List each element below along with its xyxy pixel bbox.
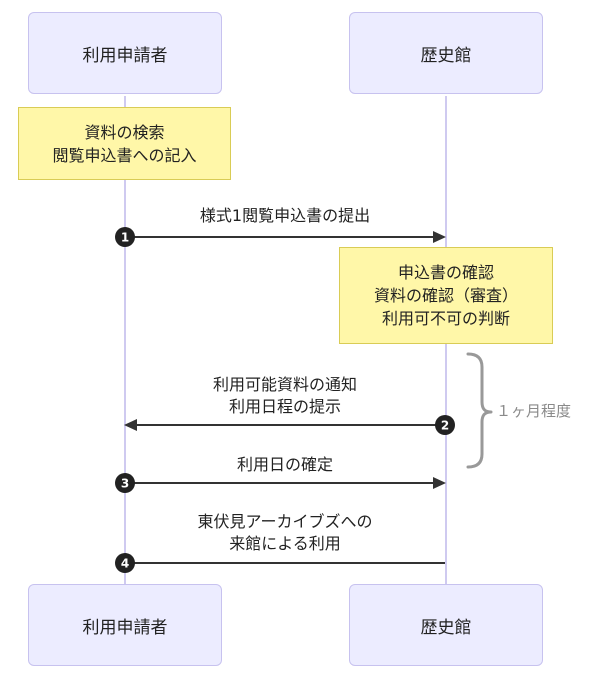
- actor-bottom-right: 歴史館: [349, 584, 543, 666]
- actor-label: 歴史館: [420, 617, 472, 638]
- actor-label: 利用申請者: [82, 45, 168, 66]
- message-3-number: 3: [121, 477, 129, 491]
- message-3-label: 利用日の確定: [125, 454, 445, 476]
- note-line: 閲覧申込書への記入: [52, 145, 197, 165]
- note-line: 資料の検索: [84, 122, 165, 142]
- message-1-number: 1: [121, 231, 129, 245]
- note-line: 申込書の確認: [397, 263, 494, 282]
- note-right: 申込書の確認 資料の確認（審査） 利用可不可の判断: [339, 247, 553, 344]
- message-1-label: 様式1閲覧申込書の提出: [125, 205, 445, 227]
- message-line: 来館による利用: [229, 534, 341, 553]
- message-line: 利用日の確定: [236, 455, 333, 474]
- duration-brace: [466, 352, 493, 469]
- message-line: 様式1閲覧申込書の提出: [199, 206, 371, 225]
- note-left: 資料の検索 閲覧申込書への記入: [18, 107, 231, 180]
- message-2-arrow: 2: [124, 415, 455, 435]
- note-line: 利用可不可の判断: [381, 309, 510, 328]
- message-line: 東伏見アーカイブズへの: [197, 512, 373, 531]
- message-4-arrow: 4: [115, 553, 445, 573]
- actor-label: 利用申請者: [82, 617, 168, 638]
- actor-label: 歴史館: [420, 45, 472, 66]
- message-line: 利用日程の提示: [228, 397, 341, 416]
- message-2-label: 利用可能資料の通知 利用日程の提示: [125, 374, 445, 418]
- duration-label: １ヶ月程度: [496, 402, 572, 420]
- message-4-label: 東伏見アーカイブズへの 来館による利用: [125, 511, 445, 555]
- message-1-arrow: 1: [115, 227, 446, 247]
- message-4-number: 4: [121, 557, 129, 571]
- actor-top-left: 利用申請者: [28, 12, 222, 94]
- actor-top-right: 歴史館: [349, 12, 543, 94]
- lifeline-left: [124, 96, 126, 586]
- message-2-number: 2: [441, 419, 449, 433]
- actor-bottom-left: 利用申請者: [28, 584, 222, 666]
- message-3-arrow: 3: [115, 473, 446, 493]
- message-line: 利用可能資料の通知: [212, 375, 357, 394]
- note-line: 資料の確認（審査）: [373, 286, 518, 305]
